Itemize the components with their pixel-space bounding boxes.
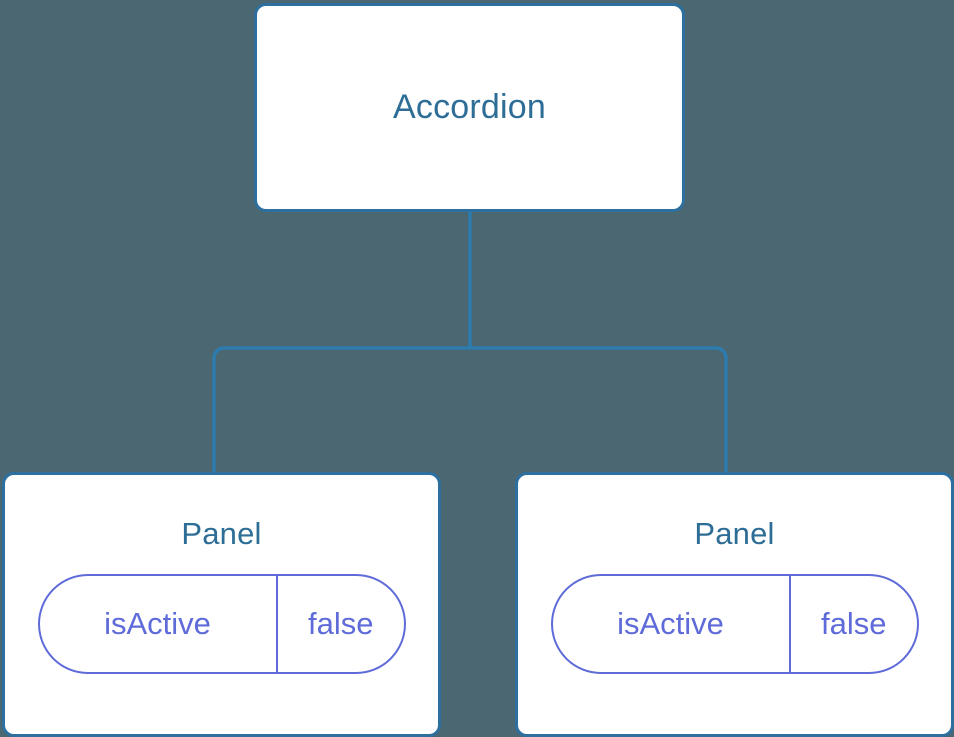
connector-branch-left	[212, 346, 225, 472]
node-accordion-label: Accordion	[393, 87, 546, 126]
prop-badge-isactive-1[interactable]: isActive false	[37, 574, 406, 675]
node-accordion[interactable]: Accordion	[254, 3, 685, 212]
node-panel-2-label: Panel	[694, 516, 775, 551]
node-panel-1-label: Panel	[181, 516, 262, 551]
prop-key-2: isActive	[617, 606, 724, 642]
prop-value-1: false	[308, 606, 374, 642]
prop-divider-1	[275, 576, 278, 673]
prop-divider-2	[788, 576, 791, 673]
connector-branch-right	[715, 346, 728, 472]
prop-value-2: false	[821, 606, 887, 642]
node-panel-1[interactable]: Panel isActive false	[2, 472, 441, 737]
prop-key-1: isActive	[104, 606, 211, 642]
node-panel-2[interactable]: Panel isActive false	[515, 472, 954, 737]
prop-badge-isactive-2[interactable]: isActive false	[550, 574, 919, 675]
